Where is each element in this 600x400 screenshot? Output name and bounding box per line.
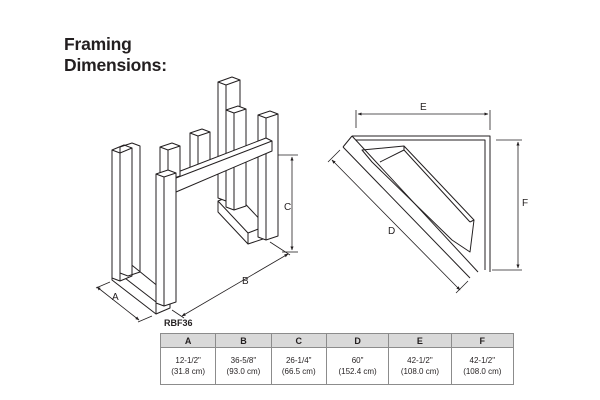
dimension-f bbox=[492, 139, 522, 271]
value-metric: (152.4 cm) bbox=[338, 367, 377, 376]
front-left-post-inner bbox=[119, 142, 141, 277]
model-number: RBF36 bbox=[164, 318, 193, 328]
value-metric: (93.0 cm) bbox=[226, 367, 261, 376]
value-metric: (108.0 cm) bbox=[463, 367, 502, 376]
table-header-b: B bbox=[215, 333, 272, 348]
label-c: C bbox=[284, 202, 291, 213]
table-header-d: D bbox=[325, 333, 390, 348]
table-cell-a: 12-1/2" (31.8 cm) bbox=[159, 347, 217, 385]
table-cell-f: 42-1/2" (108.0 cm) bbox=[450, 347, 515, 385]
firebox-right bbox=[469, 219, 475, 223]
corner-plan-view bbox=[342, 135, 491, 279]
table-header-c: C bbox=[270, 333, 327, 348]
table-cell-b: 36-5/8" (93.0 cm) bbox=[215, 347, 272, 385]
corner-walls-outer bbox=[352, 135, 491, 272]
value-imperial: 60" bbox=[351, 356, 364, 365]
table-header-a: A bbox=[159, 333, 217, 348]
value-imperial: 36-5/8" bbox=[230, 356, 257, 365]
table-header-f: F bbox=[450, 333, 515, 348]
dimension-c bbox=[278, 154, 298, 253]
front-facing-inner bbox=[342, 146, 471, 279]
dimension-b-line bbox=[181, 253, 289, 317]
label-d: D bbox=[388, 226, 395, 237]
table-cell-d: 60" (152.4 cm) bbox=[325, 347, 390, 385]
label-a: A bbox=[112, 292, 119, 303]
dimension-e bbox=[355, 110, 491, 130]
back-right-post bbox=[257, 110, 279, 241]
value-metric: (66.5 cm) bbox=[281, 367, 316, 376]
firebox-outline bbox=[361, 145, 475, 253]
front-right-post bbox=[155, 169, 177, 307]
front-facing-caps bbox=[342, 135, 353, 148]
page-title: Framing Dimensions: bbox=[64, 34, 167, 76]
dimension-b bbox=[171, 241, 291, 319]
title-line-2: Dimensions: bbox=[64, 55, 167, 75]
front-left-post-outer bbox=[111, 144, 133, 282]
table-row: 12-1/2" (31.8 cm) 36-5/8" (93.0 cm) 26-1… bbox=[159, 347, 515, 385]
table-header-e: E bbox=[388, 333, 452, 348]
label-f: F bbox=[522, 198, 528, 209]
table-cell-c: 26-1/4" (66.5 cm) bbox=[270, 347, 327, 385]
value-imperial: 42-1/2" bbox=[407, 356, 433, 365]
dimension-a-line bbox=[96, 286, 140, 321]
dimension-a bbox=[95, 281, 153, 323]
dimension-d bbox=[327, 149, 469, 294]
dimensions-table: A B C D E F 12-1/2" (31.8 cm) 36-5/8" (9… bbox=[159, 333, 515, 385]
value-imperial: 42-1/2" bbox=[469, 356, 496, 365]
framing-frame bbox=[111, 76, 279, 315]
table-cell-e: 42-1/2" (108.0 cm) bbox=[388, 347, 452, 385]
value-metric: (108.0 cm) bbox=[400, 367, 440, 376]
value-metric: (31.8 cm) bbox=[171, 367, 206, 376]
value-imperial: 26-1/4" bbox=[285, 356, 312, 365]
value-imperial: 12-1/2" bbox=[175, 356, 201, 365]
dimension-d-line bbox=[331, 159, 461, 291]
label-b: B bbox=[242, 276, 249, 287]
corner-walls-inner bbox=[356, 139, 486, 270]
label-e: E bbox=[420, 102, 427, 113]
firebox-inner bbox=[379, 149, 471, 223]
table-header-row: A B C D E F bbox=[159, 333, 515, 348]
title-line-1: Framing bbox=[64, 34, 132, 54]
